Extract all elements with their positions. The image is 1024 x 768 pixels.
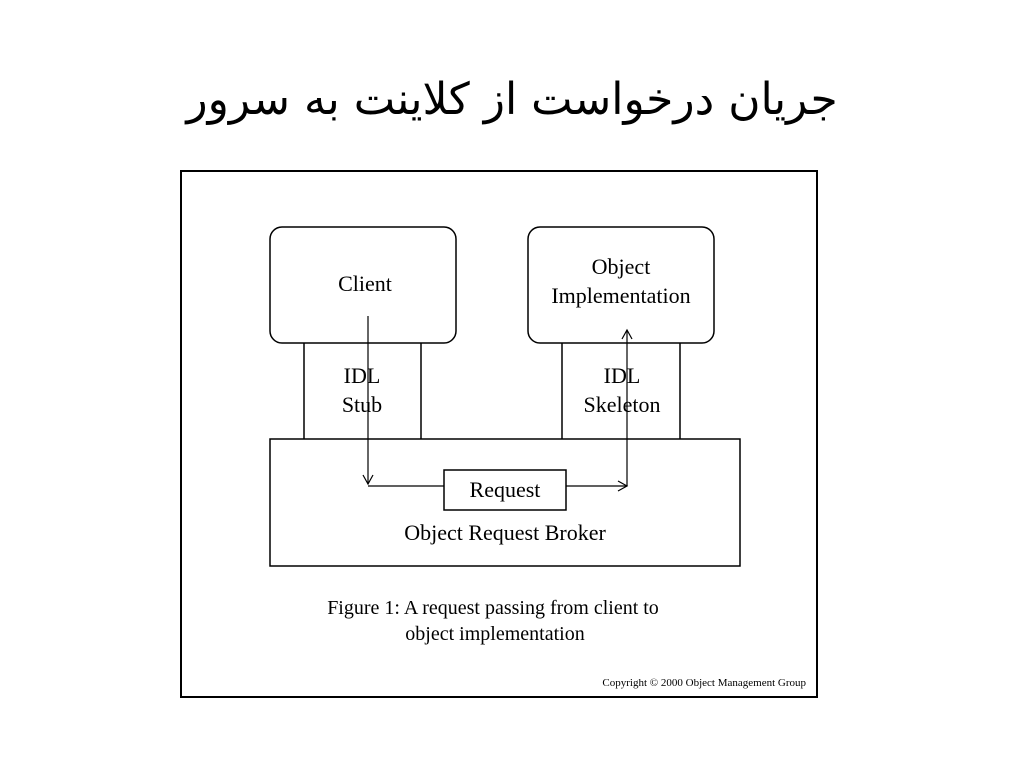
idl-stub-label-line1: IDL bbox=[344, 363, 381, 388]
client-box bbox=[269, 226, 457, 344]
object-implementation-label-line1: Object bbox=[592, 254, 651, 279]
idl-skeleton-label-line2: Skeleton bbox=[584, 392, 661, 417]
slide-title: جریان درخواست از کلاینت به سرور bbox=[186, 74, 838, 125]
request-box bbox=[443, 469, 567, 511]
request-label: Request bbox=[470, 477, 541, 502]
idl-stub-label-line2: Stub bbox=[342, 392, 382, 417]
figure-caption-line1: Figure 1: A request passing from client … bbox=[327, 597, 659, 619]
object-implementation-label-line2: Implementation bbox=[551, 283, 690, 308]
orb-label: Object Request Broker bbox=[404, 520, 606, 545]
copyright-notice: Copyright © 2000 Object Management Group bbox=[602, 677, 806, 689]
client-label: Client bbox=[338, 271, 392, 296]
idl-skeleton-label-line1: IDL bbox=[604, 363, 641, 388]
figure-caption-line2: object implementation bbox=[405, 623, 584, 645]
orb-box bbox=[269, 438, 741, 567]
figure-frame bbox=[180, 170, 818, 698]
object-implementation-box bbox=[527, 226, 715, 344]
